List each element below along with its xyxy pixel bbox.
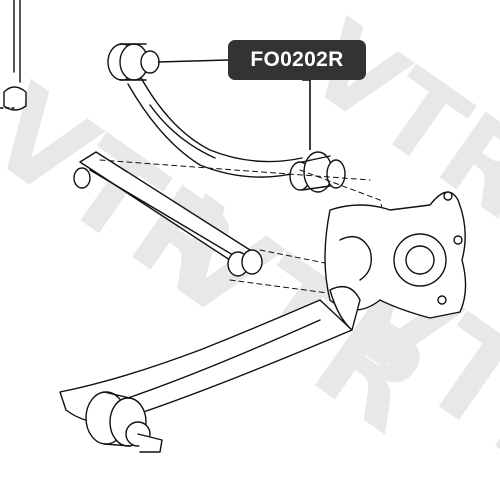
left-bolt-fragment [0, 0, 27, 111]
watermark-top-right: VTR [285, 0, 500, 242]
trailing-arm-bushing [85, 391, 163, 453]
lateral-link [73, 151, 263, 277]
part-number-text: FO0202R [250, 48, 344, 71]
knuckle-hub [324, 191, 467, 319]
upper-control-arm [127, 75, 303, 178]
callout-leaders [157, 59, 311, 150]
upper-bushing-left [107, 43, 160, 81]
part-number-label: FO0202R [228, 40, 366, 80]
upper-bushing-right [289, 151, 346, 193]
